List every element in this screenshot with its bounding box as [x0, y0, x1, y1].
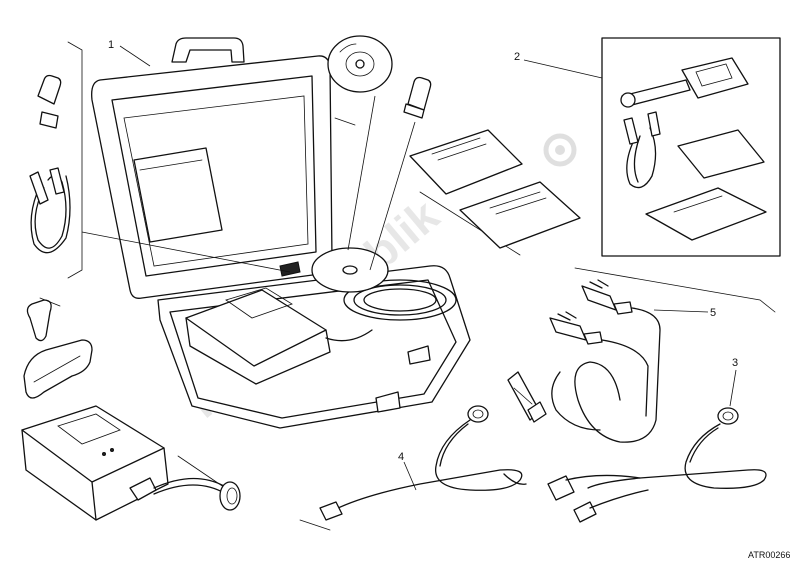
- diagnostic-case: 1: [91, 37, 471, 429]
- callout-3: 3: [732, 357, 738, 369]
- callout-4: 4: [398, 451, 404, 463]
- reference-code: ATR00266: [748, 550, 790, 560]
- usb-key-left: [37, 74, 62, 129]
- dds-unit: [21, 405, 241, 521]
- strap-with-carabiner: [23, 299, 93, 399]
- software-cd: [327, 35, 393, 251]
- manual-booklet-1: [409, 129, 523, 195]
- callout-5: 5: [710, 307, 716, 319]
- usb-cable-left: [29, 167, 291, 273]
- callout-1: 1: [108, 39, 114, 51]
- gear-icon: [543, 133, 577, 167]
- battery-clamp-cable-5: 5: [507, 279, 716, 443]
- callout-2: 2: [514, 51, 520, 63]
- manual-booklet-2: [459, 181, 581, 249]
- cable-4: 4: [319, 405, 527, 521]
- usb-key: [369, 76, 432, 271]
- cable-3: 3: [547, 357, 767, 523]
- update-kit-panel: 2: [514, 37, 781, 257]
